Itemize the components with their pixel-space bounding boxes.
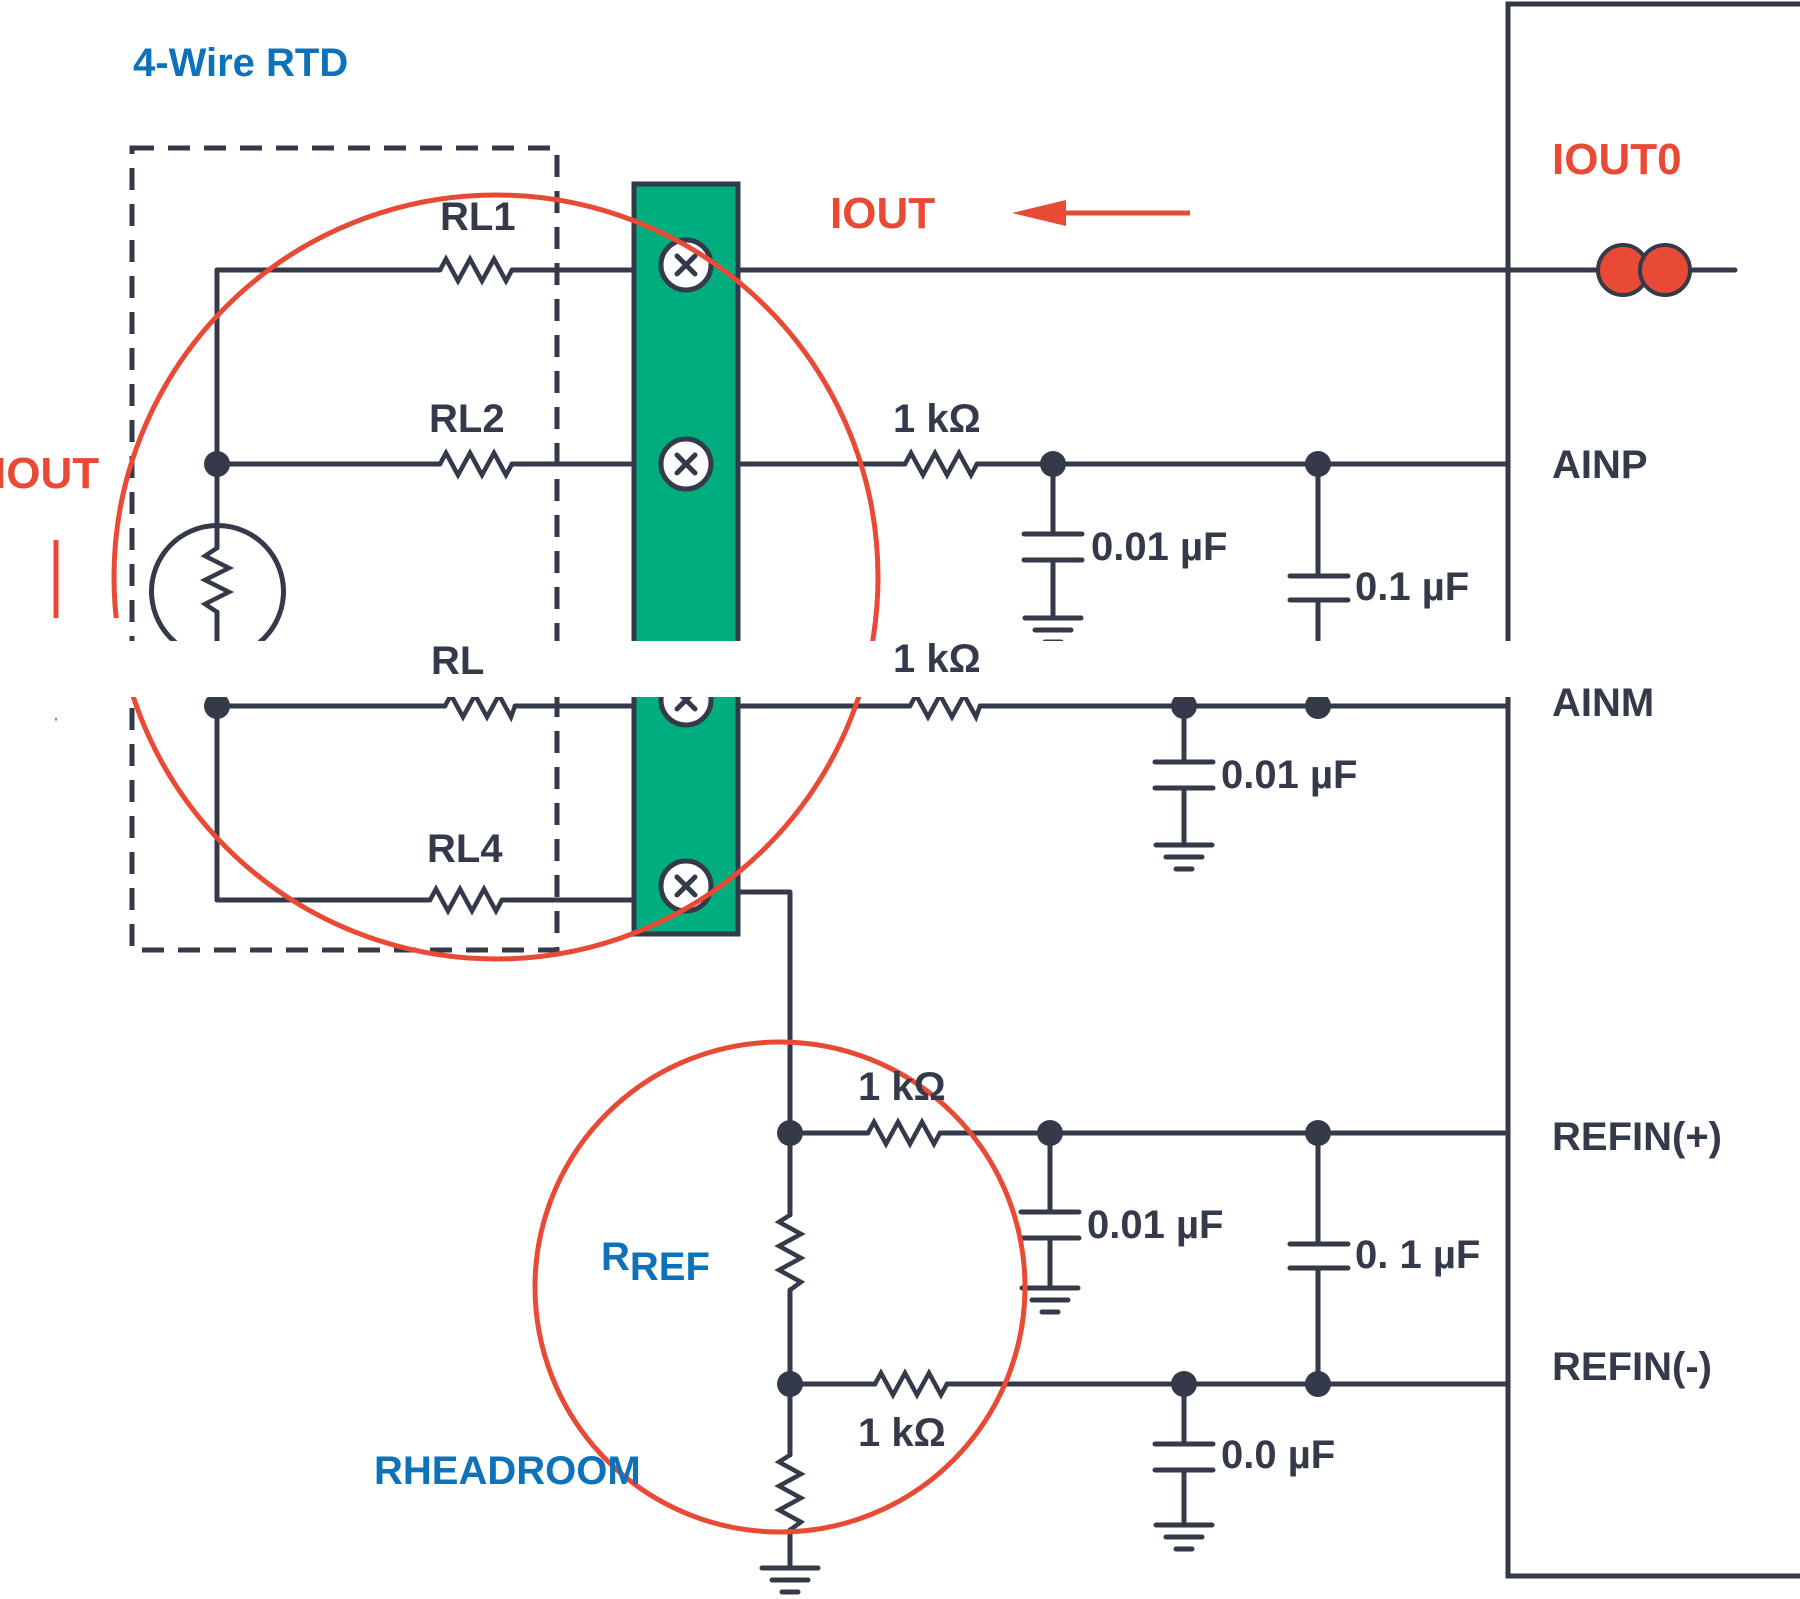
junction-nodes [204,451,1331,1397]
label-cap-refin: 0. 1 µF [1355,1233,1480,1277]
iout0-pin-indicator [1596,243,1692,297]
iout-left-label: IOUT [0,449,99,498]
pin-refin-plus: REFIN(+) [1552,1115,1722,1159]
iout0-pin-label: IOUT0 [1552,135,1682,184]
terminal-screw-4 [658,858,714,914]
resistor-refin-plus-1k [866,1117,942,1149]
resistor-rl [443,690,518,723]
image-gap-band [0,641,1800,697]
pin-ainm: AINM [1552,681,1654,725]
capacitor-refin-minus-0.0uf [1152,1441,1216,1473]
terminal-block [631,181,741,937]
label-1k-ainp: 1 kΩ [893,397,981,441]
label-cap-refin-minus: 0.0 µF [1221,1433,1335,1477]
capacitor-refin-plus-0.01uf [1018,1209,1082,1241]
ground-symbol-2 [1153,842,1215,872]
label-cap-ainp-ainm: 0.1 µF [1355,565,1469,609]
highlight-circle-lead-resistance [111,192,881,962]
ground-symbol-3 [1019,1285,1081,1315]
resistor-ainm-1k [908,690,983,723]
label-rl1: RL1 [440,195,516,239]
pin-ainp: AINP [1552,443,1648,487]
rtd-element [149,517,286,645]
label-cap-ainp: 0.01 µF [1091,525,1227,569]
label-1k-refin-minus: 1 kΩ [858,1411,946,1455]
label-rl4: RL4 [427,827,503,871]
resistor-refin-minus-1k [873,1368,949,1400]
diagram-title: 4-Wire RTD [133,41,348,85]
capacitor-refin-0.1uf [1287,1241,1351,1271]
ground-symbol-4 [1153,1522,1215,1552]
highlight-circle-reference [532,1039,1028,1535]
resistor-rheadroom [774,1453,806,1532]
pin-refin-minus: REFIN(-) [1552,1345,1712,1389]
label-cap-ainm: 0.01 µF [1221,753,1357,797]
resistor-rl2 [438,448,514,480]
capacitor-ainp-ainm-0.1uf [1287,573,1351,603]
resistor-rl4 [428,884,504,916]
label-rl2: RL2 [429,397,505,441]
iout-top-label: IOUT [830,189,935,238]
ground-symbol-1 [1022,615,1084,645]
image-gap-band-left [0,618,125,718]
capacitor-ainm-0.01uf [1152,759,1216,791]
label-1k-refin-plus: 1 kΩ [858,1065,946,1109]
terminal-screw-2 [658,436,714,492]
label-rl: RL [431,639,484,683]
rheadroom-label: RHEADROOM [374,1449,641,1493]
resistor-rref [774,1213,806,1292]
iout-arrow-top [1012,200,1190,226]
rtd-enclosure-dashed [129,145,560,953]
capacitor-ainp-0.01uf [1021,531,1085,563]
ground-symbol-5 [759,1565,821,1595]
label-cap-refin-plus: 0.01 µF [1087,1203,1223,1247]
resistor-ainp-1k [903,448,979,480]
adc-chip-outline [1505,1,1800,1579]
resistor-rl1 [438,254,514,286]
label-1k-ainm: 1 kΩ [893,637,981,681]
rref-label: RREF [601,1235,710,1289]
